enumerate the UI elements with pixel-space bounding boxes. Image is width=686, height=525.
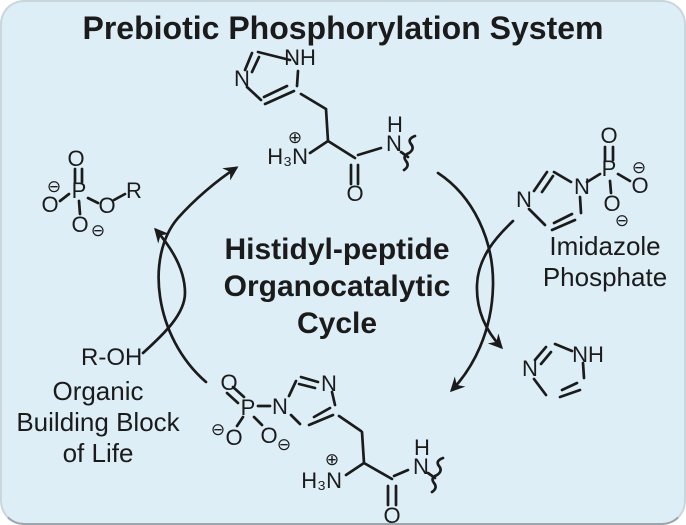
phospho-histidyl-peptide-amide-n-atom: N xyxy=(413,454,429,479)
imidazole-phosphate-ring-n1-atom: N xyxy=(574,174,590,199)
phosphate-ester-product-phosphoryl-o-atom: O xyxy=(67,146,84,171)
imidazole-phosphate-p-atom: P xyxy=(602,156,617,181)
cycle-label-line3: Cycle xyxy=(296,307,378,340)
phosphate-ester-product-o-bottom-atom: O xyxy=(71,212,88,237)
phospho-histidyl-peptide-p-atom: P xyxy=(241,395,256,420)
free-imidazole-ring-n-atom: N xyxy=(522,356,538,381)
phosphate-ester-product-minus-left-icon: ⊖ xyxy=(47,177,61,197)
imidazole-phosphate-o-bottom-atom: O xyxy=(603,191,620,216)
cycle-label-line2: Organocatalytic xyxy=(223,270,451,303)
phosphate-ester-product-r-group-atom: R xyxy=(126,178,142,203)
organic-label-line3: of Life xyxy=(62,438,134,468)
phospho-histidyl-peptide-o-right-atom: O xyxy=(260,423,277,448)
phosphate-ester-product-bonds xyxy=(58,167,127,216)
imidazole-phosphate-label: Imidazole Phosphate xyxy=(510,231,684,293)
free-imidazole-ring-nh-atom: NH xyxy=(572,342,604,367)
phospho-histidyl-peptide-o-left-atom: O xyxy=(225,425,242,450)
phospho-histidyl-peptide-minus-right-icon: ⊖ xyxy=(277,435,291,455)
imidazole-phosphate-label-line1: Imidazole xyxy=(549,231,661,261)
product-out-arrow xyxy=(141,227,187,355)
phosphate-ester-product-p-atom: P xyxy=(72,178,87,203)
histidyl-peptide-top-carbonyl-o-atom: O xyxy=(346,181,363,206)
phospho-histidyl-peptide-minus-left-icon: ⊖ xyxy=(211,420,225,440)
histidyl-peptide-top-ring-nh-atom: NH xyxy=(284,45,316,70)
phospho-histidyl-peptide-ring-n3-atom: N xyxy=(321,371,337,396)
organic-label-line1: Organic xyxy=(52,376,144,406)
histidyl-peptide-top-ammonium-plus-icon: ⊕ xyxy=(288,128,302,148)
cycle-arrow-left xyxy=(157,166,239,384)
imidazole-phosphate-minus-bottom-icon: ⊖ xyxy=(615,211,629,231)
phospho-histidyl-peptide-carbonyl-o-atom: O xyxy=(383,503,400,525)
imidazole-phosphate-bonds xyxy=(527,145,632,232)
diagram-title: Prebiotic Phosphorylation System xyxy=(82,10,604,46)
phosphate-ester-product-o-ester-atom: O xyxy=(98,193,115,218)
cycle-arrow-right xyxy=(436,171,495,393)
organic-building-block-label: Organic Building Block of Life xyxy=(4,376,192,469)
phospho-histidyl-peptide-bonds xyxy=(225,375,445,507)
phospho-histidyl-peptide-amide-h-atom: H xyxy=(414,435,430,460)
phospho-histidyl-peptide-phosphoryl-o-atom: O xyxy=(220,370,237,395)
imidazole-phosphate-o-right-atom: O xyxy=(631,173,648,198)
phosphate-ester-product-minus-bottom-icon: ⊖ xyxy=(91,221,105,241)
organic-label-line2: Building Block xyxy=(16,407,180,437)
imidazole-phosphate-ring-n3-atom: N xyxy=(516,187,532,212)
imidazole-phosphate-phosphoryl-o-atom: O xyxy=(600,123,617,148)
histidyl-peptide-top-ring-n-atom: N xyxy=(234,66,250,91)
phosphate-ester-product-o-left-atom: O xyxy=(41,192,58,217)
phospho-histidyl-peptide-ammonium-atom: H₃N xyxy=(301,468,342,493)
histidyl-peptide-top-amide-n-atom: N xyxy=(386,131,402,156)
histidyl-peptide-top-amide-h-atom: H xyxy=(387,112,403,137)
free-imidazole-bonds xyxy=(532,342,586,399)
histidyl-peptide-top-bonds xyxy=(243,50,417,186)
cycle-center-label: Histidyl-peptide Organocatalytic Cycle xyxy=(182,231,492,342)
substrate-in-arrow xyxy=(475,219,515,350)
phospho-histidyl-peptide-ring-n1-atom: N xyxy=(272,394,288,419)
imidazole-phosphate-label-line2: Phosphate xyxy=(542,262,668,292)
r-oh-label: R-OH xyxy=(81,344,143,371)
histidyl-peptide-top-ammonium-atom: H₃N xyxy=(267,144,308,169)
cycle-label-line1: Histidyl-peptide xyxy=(224,233,450,266)
phospho-histidyl-peptide-ammonium-plus-icon: ⊕ xyxy=(325,450,339,470)
imidazole-phosphate-minus-topright-icon: ⊖ xyxy=(632,158,646,178)
